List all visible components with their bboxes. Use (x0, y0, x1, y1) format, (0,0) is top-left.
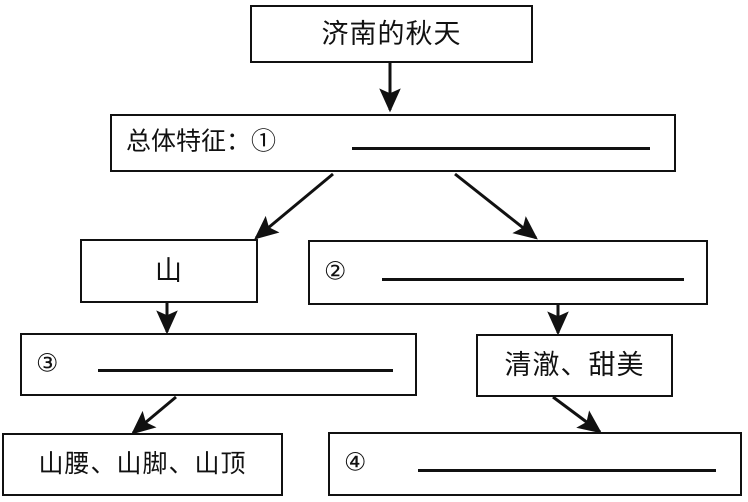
node-item-3: ③ (20, 333, 417, 396)
node-title-label: 济南的秋天 (321, 18, 462, 49)
node-item-2-prefix: ② (324, 257, 347, 285)
node-item-4-content: ④ (330, 434, 740, 494)
node-item-2: ② (308, 240, 708, 305)
node-overall-content: 总体特征：① (112, 116, 674, 170)
node-item-2-content: ② (310, 242, 706, 303)
edge-water-to-item4 (552, 395, 602, 434)
node-mountain-label: 山 (155, 255, 183, 286)
node-title: 济南的秋天 (250, 5, 533, 63)
node-item-3-content: ③ (22, 335, 415, 394)
node-item-3-prefix: ③ (36, 349, 59, 377)
node-item-2-blank (382, 278, 684, 281)
node-item-4-blank (418, 469, 716, 472)
node-water-label: 清澈、甜美 (504, 350, 645, 380)
node-overall-characteristics: 总体特征：① (110, 114, 676, 172)
node-mountain-parts-label: 山腰、山脚、山顶 (38, 451, 247, 478)
edge-overall-to-item2 (454, 172, 538, 240)
node-overall-blank (352, 147, 650, 150)
node-item-3-blank (98, 369, 393, 372)
edge-item3-to-mountain-parts (131, 395, 177, 435)
node-mountain: 山 (80, 239, 258, 303)
node-item-4: ④ (328, 432, 742, 496)
node-item-4-prefix: ④ (344, 449, 367, 477)
node-overall-prefix: 总体特征：① (126, 128, 277, 156)
node-water: 清澈、甜美 (476, 334, 673, 397)
edge-overall-to-mountain (254, 172, 334, 240)
node-mountain-parts: 山腰、山脚、山顶 (2, 433, 283, 496)
